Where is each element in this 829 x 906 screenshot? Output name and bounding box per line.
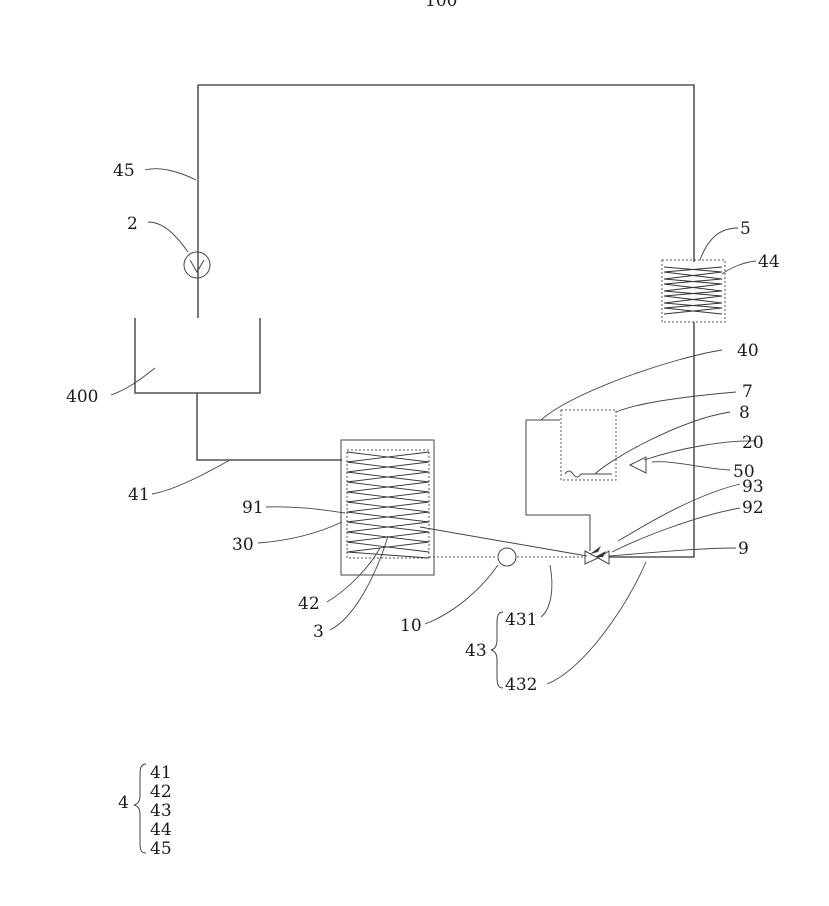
legend-item: 42: [150, 782, 172, 802]
pipe-41: [197, 393, 342, 460]
label-43: 43: [465, 641, 487, 661]
label-7: 7: [742, 382, 753, 402]
figure-reference-label: 100: [425, 0, 457, 11]
pipe-45: [198, 85, 694, 318]
legend-item: 41: [150, 763, 172, 783]
legend-group-label: 4: [118, 793, 129, 813]
label-432: 432: [505, 675, 537, 695]
label-431: 431: [505, 610, 537, 630]
label-44: 44: [758, 252, 780, 272]
label-5: 5: [740, 219, 751, 239]
legend-brace: [134, 764, 146, 853]
container-7: [561, 410, 616, 480]
legend-item: 45: [150, 839, 172, 859]
legend-item: 43: [150, 801, 172, 821]
legend-item: 44: [150, 820, 172, 840]
label-8: 8: [739, 403, 750, 423]
label-20: 20: [742, 433, 764, 453]
liquid-8: [565, 471, 612, 477]
line-91: [420, 527, 587, 556]
condenser-5: [662, 260, 725, 322]
pipe-431: [429, 548, 583, 566]
label-93: 93: [742, 477, 764, 497]
label-92: 92: [742, 498, 764, 518]
legend-group-4: 4 41 42 43 44 45: [118, 763, 172, 859]
check-valve-10: [498, 548, 516, 566]
label-45: 45: [113, 161, 135, 181]
label-2: 2: [127, 214, 138, 234]
nozzle-20: [630, 457, 646, 473]
label-3: 3: [313, 622, 324, 642]
label-42: 42: [298, 594, 320, 614]
label-9: 9: [738, 539, 749, 559]
label-91: 91: [242, 498, 264, 518]
tank-400: [135, 318, 260, 393]
brace-43: [491, 612, 503, 688]
ejector-9: [585, 551, 609, 564]
pipe-40: [526, 420, 590, 551]
label-40: 40: [737, 341, 759, 361]
heat-exchanger-3: [341, 440, 434, 575]
leader-lines: [111, 169, 756, 684]
label-30: 30: [232, 535, 254, 555]
label-10: 10: [400, 616, 422, 636]
pump-2: [184, 252, 210, 278]
label-400: 400: [66, 387, 98, 407]
coil-42: [347, 452, 429, 558]
label-41: 41: [128, 485, 150, 505]
